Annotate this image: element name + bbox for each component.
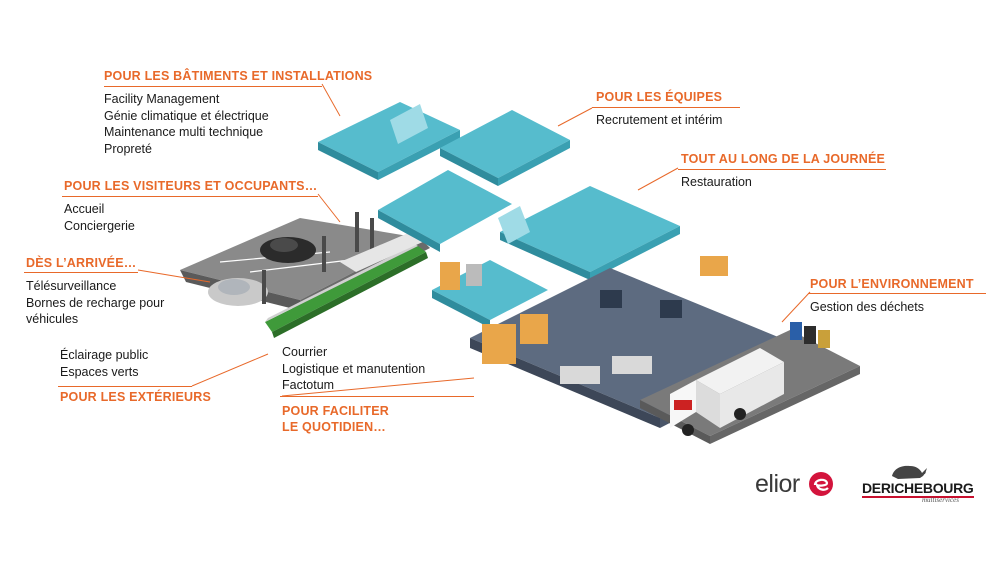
grass-strip	[265, 244, 428, 338]
service-item: Facility Management	[104, 92, 220, 106]
service-item: Conciergerie	[64, 218, 135, 233]
section-heading: LE QUOTIDIEN…	[282, 419, 386, 434]
section-arrivee: DÈS L’ARRIVÉE… Télésurveillance Bornes d…	[26, 255, 164, 328]
service-item: Recrutement et intérim	[596, 113, 723, 127]
rhino-icon	[892, 465, 927, 479]
walkway	[340, 228, 436, 272]
section-exterieurs: Éclairage public Espaces verts POUR LES …	[60, 347, 211, 405]
building-upper-floors	[318, 102, 680, 280]
service-item: Génie climatique et électrique	[104, 108, 269, 123]
service-item: Espaces verts	[60, 364, 139, 379]
section-heading: DÈS L’ARRIVÉE…	[26, 256, 137, 270]
section-heading: POUR FACILITER	[282, 403, 389, 418]
section-equipes: POUR LES ÉQUIPES Recrutement et intérim	[596, 89, 722, 129]
heading-underline	[592, 107, 740, 108]
section-journee: TOUT AU LONG DE LA JOURNÉE Restauration	[681, 151, 885, 191]
service-item: Restauration	[681, 175, 752, 189]
heading-underline	[24, 272, 138, 273]
service-item: Éclairage public	[60, 348, 149, 362]
section-heading: TOUT AU LONG DE LA JOURNÉE	[681, 152, 886, 166]
service-item: Courrier	[282, 345, 328, 359]
section-quotidien: Courrier Logistique et manutention Facto…	[282, 344, 425, 435]
car-grey	[208, 278, 268, 306]
section-heading: POUR LES EXTÉRIEURS	[60, 390, 212, 404]
elior-logo-text: elior	[755, 470, 800, 498]
service-item: véhicules	[26, 312, 79, 326]
storage-platform	[432, 260, 548, 328]
section-heading: POUR LES VISITEURS ET OCCUPANTS…	[64, 179, 318, 193]
heading-underline	[104, 86, 322, 87]
service-item: Propreté	[104, 141, 152, 156]
service-item: Accueil	[64, 202, 105, 216]
service-item: Maintenance multi technique	[104, 125, 264, 139]
derichebourg-underline	[862, 496, 974, 498]
heading-underline	[808, 293, 986, 294]
service-item: Gestion des déchets	[810, 300, 924, 314]
section-heading: POUR LES BÂTIMENTS ET INSTALLATIONS	[104, 69, 373, 83]
garbage-truck	[670, 348, 784, 436]
service-item: Logistique et manutention	[282, 361, 426, 376]
heading-underline	[58, 386, 192, 387]
leader-lines	[137, 83, 811, 397]
elior-swirl-icon	[809, 472, 834, 496]
section-heading: POUR LES ÉQUIPES	[596, 90, 723, 104]
derichebourg-wordmark: DERICHEBOURG	[862, 480, 974, 496]
service-item: Télésurveillance	[26, 279, 117, 293]
car-black	[260, 237, 316, 263]
derichebourg-subtitle: multiservices	[922, 496, 959, 504]
heading-underline	[280, 396, 474, 397]
section-heading: POUR L’ENVIRONNEMENT	[810, 277, 974, 291]
section-visiteurs: POUR LES VISITEURS ET OCCUPANTS… Accueil…	[64, 178, 317, 234]
section-environnement: POUR L’ENVIRONNEMENT Gestion des déchets	[810, 276, 974, 316]
service-item: Bornes de recharge pour	[26, 295, 165, 310]
heading-underline	[678, 169, 886, 170]
section-batiments: POUR LES BÂTIMENTS ET INSTALLATIONS Faci…	[104, 68, 372, 157]
elior-logo: elior	[755, 470, 834, 499]
street-lamps	[262, 212, 374, 304]
heading-underline	[62, 196, 318, 197]
service-item: Factotum	[282, 378, 335, 392]
